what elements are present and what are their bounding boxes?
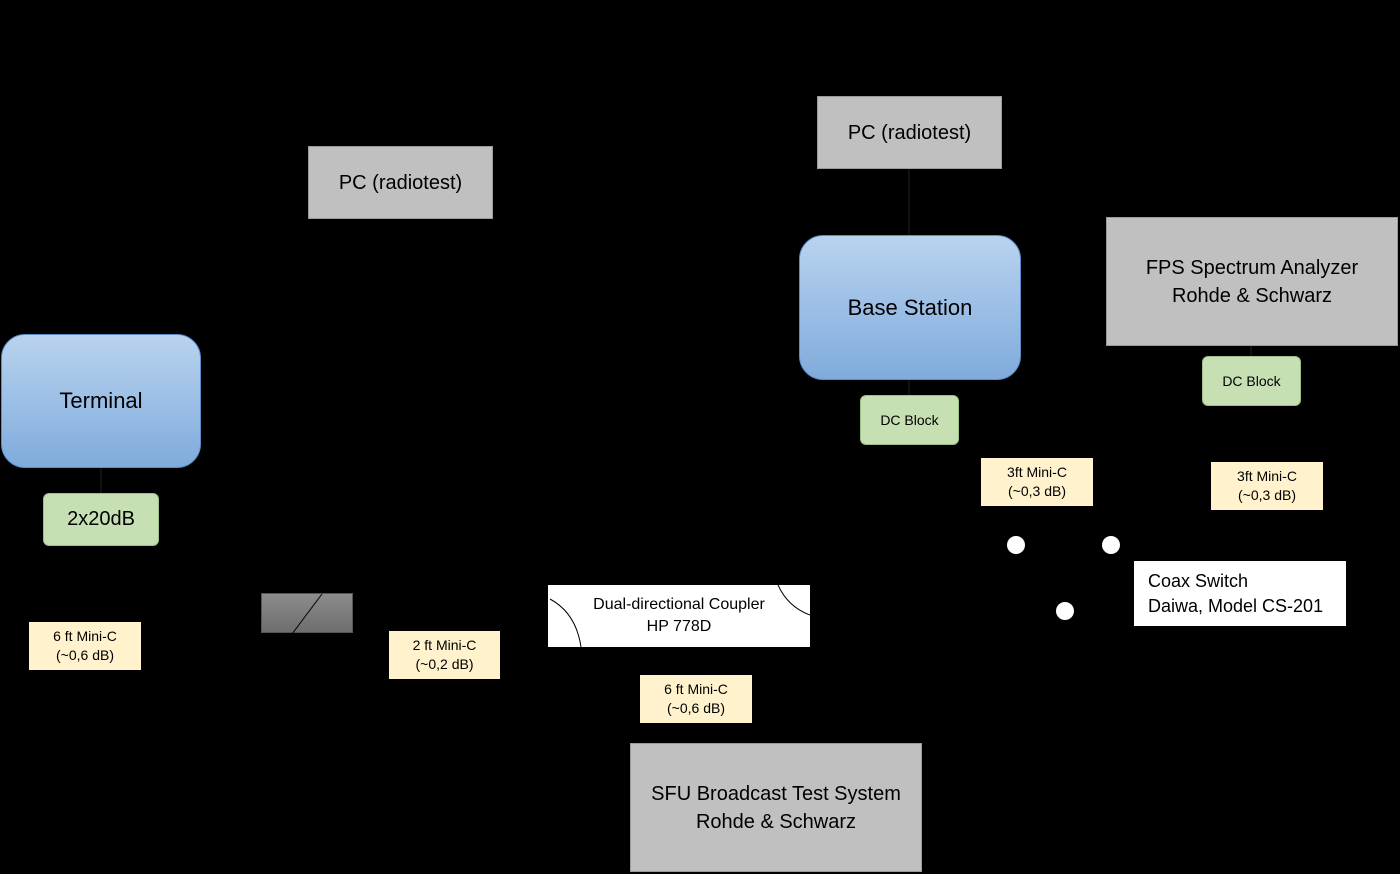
dual-directional-coupler: Dual-directional Coupler HP 778D — [548, 585, 810, 647]
cable-3ft-left-line2: (~0,3 dB) — [1008, 483, 1066, 499]
sfu-line2: Rohde & Schwarz — [695, 810, 857, 833]
adapter-block — [261, 593, 353, 635]
cable-label-3ft-right: 3ft Mini-C (~0,3 dB) — [1211, 462, 1323, 510]
coupler-arcs-icon — [549, 585, 810, 647]
cable-6ft-bottom-line2: (~0,6 dB) — [667, 700, 725, 716]
dc-block-spectrum-analyzer: DC Block — [1202, 356, 1301, 406]
cable-6ft-bottom-line1: 6 ft Mini-C — [664, 681, 728, 697]
coax-switch-port-common — [1056, 602, 1074, 620]
coax-switch-port-right — [1102, 536, 1120, 554]
cable-label-6ft-left: 6 ft Mini-C (~0,6 dB) — [29, 622, 141, 670]
dc-block-base-station: DC Block — [860, 395, 959, 445]
adapter-slash-icon — [291, 593, 323, 635]
cable-2ft-line2: (~0,2 dB) — [415, 656, 474, 672]
coupler-line2: HP 778D — [646, 618, 712, 635]
cable-label-6ft-bottom: 6 ft Mini-C (~0,6 dB) — [640, 675, 752, 723]
terminal: Terminal — [1, 334, 201, 468]
cable-2ft-line1: 2 ft Mini-C — [412, 637, 477, 653]
pc-radiotest-left: PC (radiotest) — [308, 146, 493, 219]
coax-switch-label: Coax Switch Daiwa, Model CS-201 — [1134, 561, 1346, 626]
cable-3ft-left-line1: 3ft Mini-C — [1007, 464, 1067, 480]
coax-switch-line1: Coax Switch — [1148, 570, 1249, 591]
cable-3ft-right-line2: (~0,3 dB) — [1238, 487, 1296, 503]
attenuator-2x20db: 2x20dB — [43, 493, 159, 546]
coupler-line1: Dual-directional Coupler — [593, 596, 765, 613]
fps-line1: FPS Spectrum Analyzer — [1145, 256, 1359, 279]
fps-line2: Rohde & Schwarz — [1171, 284, 1333, 307]
cable-label-3ft-left: 3ft Mini-C (~0,3 dB) — [981, 458, 1093, 506]
cable-6ft-left-line1: 6 ft Mini-C — [53, 628, 117, 644]
base-station: Base Station — [799, 235, 1021, 380]
coax-switch-port-left — [1007, 536, 1025, 554]
coax-switch-line2: Daiwa, Model CS-201 — [1148, 595, 1324, 616]
cable-3ft-right-line1: 3ft Mini-C — [1237, 468, 1297, 484]
pc-radiotest-right: PC (radiotest) — [817, 96, 1002, 169]
fps-spectrum-analyzer: FPS Spectrum Analyzer Rohde & Schwarz — [1106, 217, 1398, 346]
sfu-broadcast-test-system: SFU Broadcast Test System Rohde & Schwar… — [630, 743, 922, 872]
cable-label-2ft: 2 ft Mini-C (~0,2 dB) — [389, 631, 500, 679]
sfu-line1: SFU Broadcast Test System — [651, 782, 901, 805]
cable-6ft-left-line2: (~0,6 dB) — [56, 647, 114, 663]
